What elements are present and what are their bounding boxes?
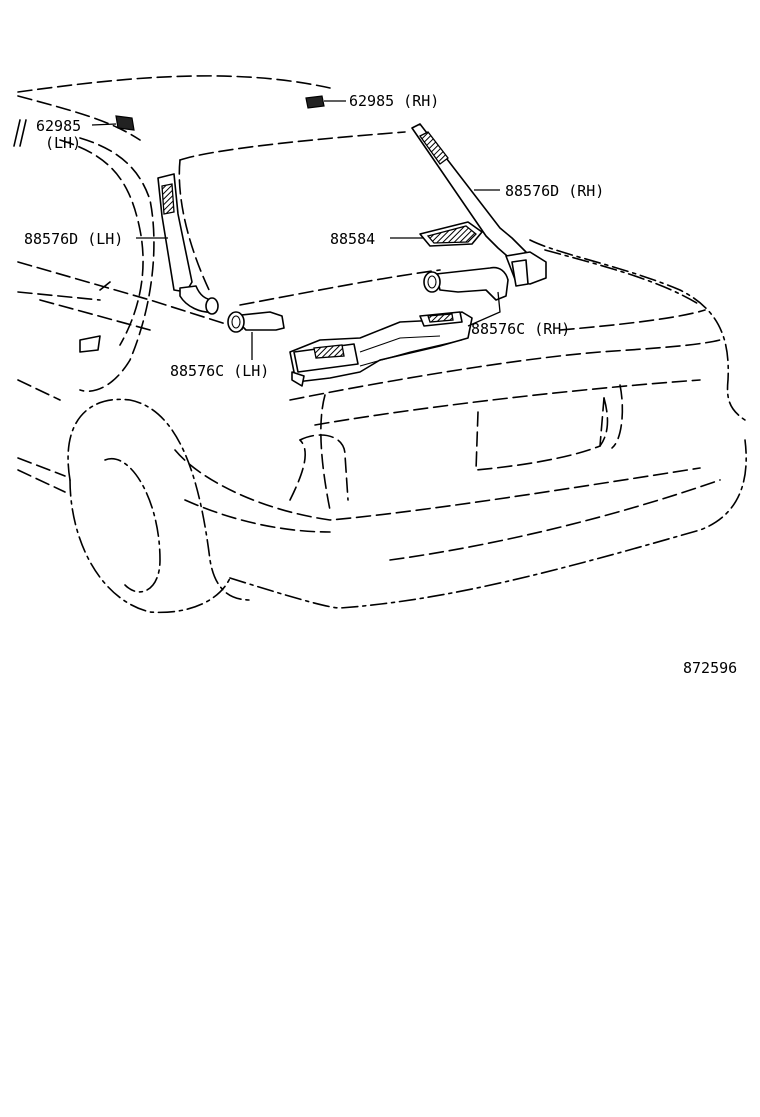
wheel-outer: [69, 479, 231, 614]
leader-lines: [91, 100, 501, 360]
side-marker: [79, 335, 101, 353]
roof-line: [17, 75, 331, 93]
rear-window-top: [179, 131, 406, 161]
part-62985-rh: [305, 95, 325, 109]
parts: [115, 95, 547, 387]
label-88584: 88584: [330, 230, 375, 248]
callout-labels: 62985 (RH) 62985 (LH) 88576D (RH) 88576D…: [24, 92, 737, 677]
wheel-inner: [104, 457, 161, 593]
deck-lid-edge: [529, 239, 746, 421]
part-88576c-lh: [231, 311, 285, 331]
label-88576d-lh: 88576D (LH): [24, 230, 123, 248]
label-88576c-rh: 88576C (RH): [471, 320, 570, 338]
label-62985-lh-side: (LH): [45, 134, 81, 152]
label-62985-lh: 62985: [36, 117, 81, 135]
label-88576d-rh: 88576D (RH): [505, 182, 604, 200]
part-88576c-rh: [435, 266, 509, 301]
label-88576c-lh: 88576C (LH): [170, 362, 269, 380]
part-62985-lh: [115, 115, 135, 131]
figure-number: 872596: [683, 659, 737, 677]
car-body-outline: [13, 75, 747, 614]
label-62985-rh: 62985 (RH): [349, 92, 439, 110]
wheel-arch: [67, 398, 251, 601]
